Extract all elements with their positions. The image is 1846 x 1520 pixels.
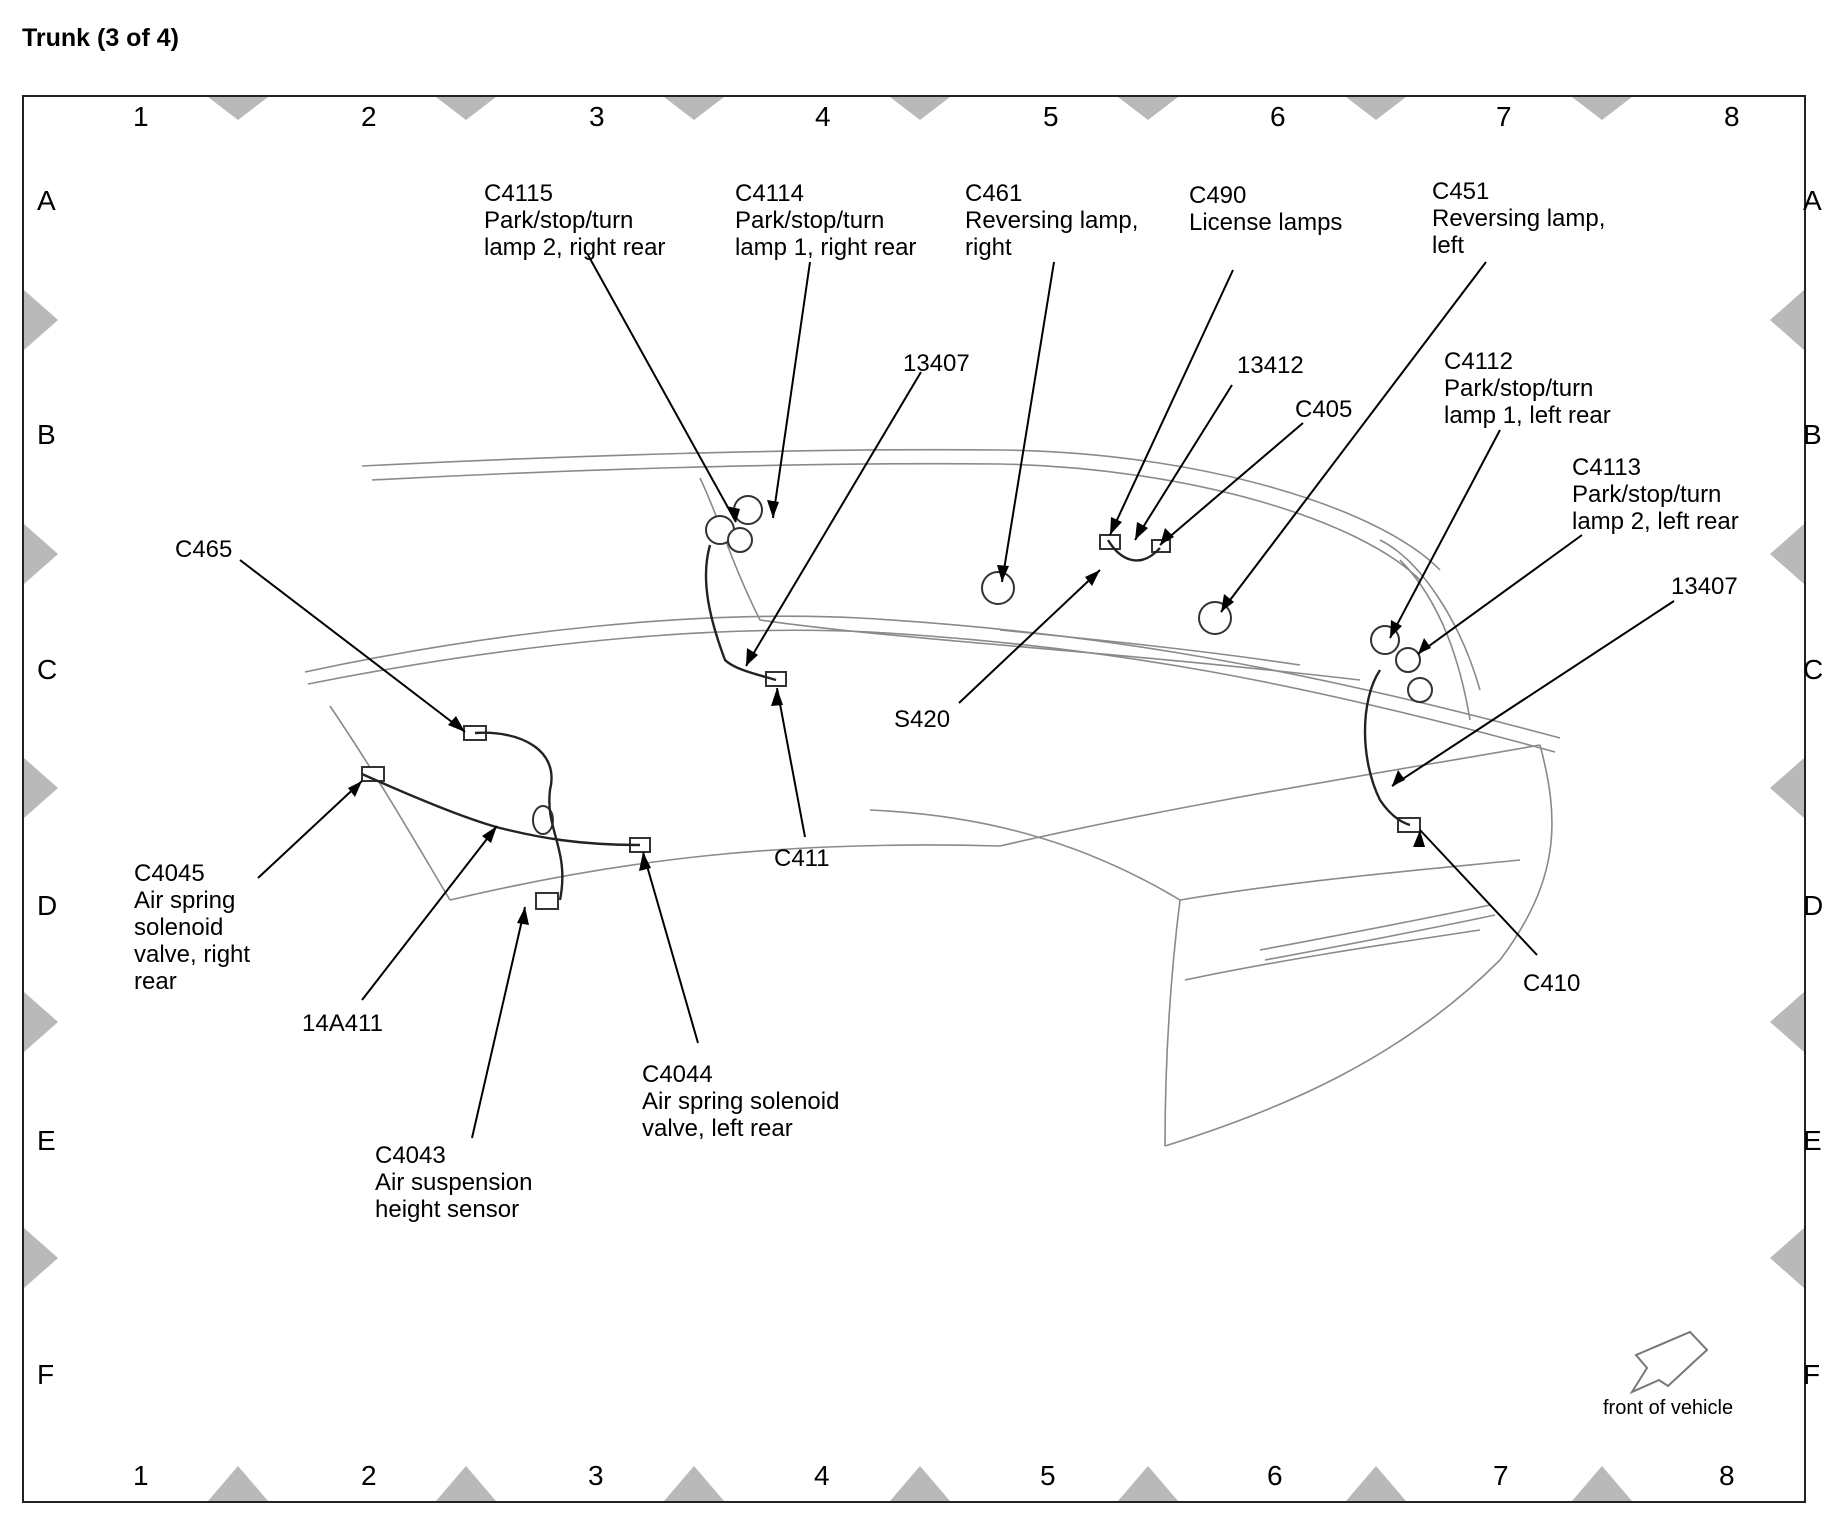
grid-col-top-4: 4 (815, 101, 831, 132)
label-c451-id: C451 (1432, 178, 1490, 205)
leader-arrowheads (348, 500, 1431, 925)
label-c451: C451 Reversing lamp, left (1432, 178, 1605, 259)
leader-lines (239, 254, 1675, 1139)
grid-col-top-3: 3 (589, 101, 605, 132)
label-c4114-desc-1: Park/stop/turn (735, 207, 885, 234)
label-c4114: C4114 Park/stop/turn lamp 1, right rear (735, 180, 916, 261)
grid-row-right-e: E (1803, 1125, 1822, 1156)
label-c410-id: C410 (1523, 970, 1581, 997)
label-c4113: C4113 Park/stop/turn lamp 2, left rear (1572, 454, 1739, 535)
label-c411: C411 (774, 845, 830, 872)
label-c4115-id: C4115 (484, 180, 553, 207)
grid-col-bottom-3: 3 (588, 1460, 604, 1491)
label-c4114-id: C4114 (735, 180, 804, 207)
grid-col-top-1: 1 (133, 101, 149, 132)
label-c4044-desc-2: valve, left rear (642, 1115, 793, 1142)
label-c465: C465 (175, 536, 232, 563)
grid-row-left-f: F (37, 1359, 55, 1390)
grid-row-left-e: E (37, 1125, 56, 1156)
label-c4045: C4045 Air spring solenoid valve, right r… (134, 860, 250, 995)
label-c451-desc-2: left (1432, 232, 1465, 259)
label-c4045-desc-4: rear (134, 968, 177, 995)
label-c4045-desc-3: valve, right (134, 941, 251, 968)
grid-col-bottom-7: 7 (1493, 1460, 1509, 1491)
label-c4114-desc-2: lamp 1, right rear (735, 234, 917, 261)
grid-row-right-d: D (1803, 890, 1824, 921)
grid-row-right-a: A (1803, 185, 1822, 216)
label-c405-id: C405 (1295, 396, 1353, 423)
label-c4112-desc-2: lamp 1, left rear (1444, 402, 1611, 429)
label-c4044-desc-1: Air spring solenoid (642, 1088, 840, 1115)
label-c4113-desc-1: Park/stop/turn (1572, 481, 1722, 508)
grid-col-top-8: 8 (1724, 101, 1740, 132)
label-c4043: C4043 Air suspension height sensor (375, 1142, 532, 1223)
label-wire-13412: 13412 (1237, 352, 1304, 379)
label-c490: C490 License lamps (1189, 182, 1342, 236)
label-c4112-desc-1: Park/stop/turn (1444, 375, 1594, 402)
label-wire-13407-right: 13407 (1671, 573, 1738, 600)
label-wire-13407-right-id: 13407 (1671, 573, 1738, 600)
label-c4043-desc-1: Air suspension (375, 1169, 533, 1196)
grid-row-right-f: F (1803, 1359, 1821, 1390)
label-c461-desc-2: right (965, 234, 1012, 261)
label-c461-desc-1: Reversing lamp, (965, 207, 1139, 234)
label-c4045-desc-1: Air spring (134, 887, 236, 914)
label-s420-id: S420 (894, 706, 951, 733)
grid-row-right-c: C (1803, 654, 1824, 685)
label-c4115: C4115 Park/stop/turn lamp 2, right rear (484, 180, 665, 261)
label-c4113-id: C4113 (1572, 454, 1641, 481)
label-c4044-id: C4044 (642, 1061, 713, 1088)
label-c410: C410 (1523, 970, 1580, 997)
label-c4115-desc-1: Park/stop/turn (484, 207, 634, 234)
grid-col-top-5: 5 (1043, 101, 1059, 132)
grid-col-bottom-4: 4 (814, 1460, 830, 1491)
label-c490-desc-1: License lamps (1189, 209, 1343, 236)
label-c4043-id: C4043 (375, 1142, 446, 1169)
label-wire-13407-top: 13407 (903, 350, 970, 377)
label-c4043-desc-2: height sensor (375, 1196, 520, 1223)
grid-col-bottom-2: 2 (361, 1460, 377, 1491)
grid-col-bottom-6: 6 (1267, 1460, 1283, 1491)
direction-arrow-icon (1629, 1330, 1709, 1395)
grid-col-bottom-5: 5 (1040, 1460, 1056, 1491)
label-wire-13412-id: 13412 (1237, 352, 1304, 379)
label-c4044: C4044 Air spring solenoid valve, left re… (642, 1061, 839, 1142)
grid-row-right-b: B (1803, 419, 1822, 450)
label-c4113-desc-2: lamp 2, left rear (1572, 508, 1739, 535)
diagram-frame (22, 95, 1806, 1503)
label-wire-14a411-id: 14A411 (302, 1010, 383, 1037)
grid-col-top-6: 6 (1270, 101, 1286, 132)
label-c4045-desc-2: solenoid (134, 914, 224, 941)
label-c411-id: C411 (774, 845, 830, 872)
label-s420: S420 (894, 706, 950, 733)
front-of-vehicle-label: front of vehicle (1603, 1397, 1734, 1419)
label-c4112: C4112 Park/stop/turn lamp 1, left rear (1444, 348, 1611, 429)
label-wire-13407-top-id: 13407 (903, 350, 970, 377)
grid-row-left-c: C (37, 654, 58, 685)
label-c4112-id: C4112 (1444, 348, 1513, 375)
harnesses (361, 539, 1411, 901)
label-c490-id: C490 (1189, 182, 1247, 209)
grid-col-top-2: 2 (361, 101, 377, 132)
grid-row-left-d: D (37, 890, 58, 921)
page-title: Trunk (3 of 4) (22, 24, 179, 52)
label-wire-14a411: 14A411 (302, 1010, 383, 1037)
label-c4115-desc-2: lamp 2, right rear (484, 234, 666, 261)
grid-row-left-b: B (37, 419, 56, 450)
grid-col-top-7: 7 (1496, 101, 1512, 132)
label-c461-id: C461 (965, 180, 1023, 207)
label-c461: C461 Reversing lamp, right (965, 180, 1138, 261)
grid-markers (24, 97, 1804, 1501)
grid-col-bottom-1: 1 (133, 1460, 149, 1491)
grid-row-left-a: A (37, 185, 56, 216)
label-c451-desc-1: Reversing lamp, (1432, 205, 1606, 232)
label-c465-id: C465 (175, 536, 233, 563)
label-c405: C405 (1295, 396, 1352, 423)
grid-col-bottom-8: 8 (1719, 1460, 1735, 1491)
component-details (361, 495, 1433, 910)
label-c4045-id: C4045 (134, 860, 205, 887)
